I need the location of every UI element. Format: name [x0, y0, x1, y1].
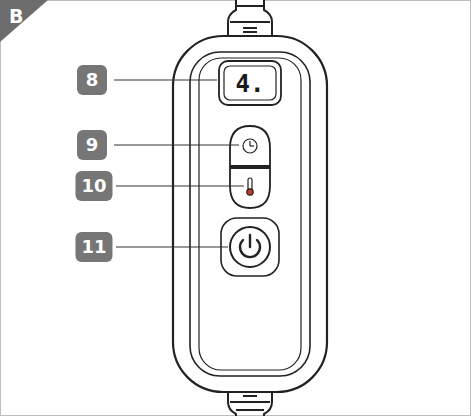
power-button: [230, 227, 270, 267]
display-frame: [219, 61, 281, 105]
groove: [230, 21, 270, 23]
timer-button: [230, 126, 270, 166]
groove: [243, 27, 257, 29]
strain-relief-top: [228, 0, 272, 38]
clock-face: [243, 139, 257, 153]
controller-housing: [173, 36, 327, 392]
callout-number: 9: [77, 130, 107, 160]
groove: [236, 5, 264, 7]
panel-letter: B: [9, 5, 23, 27]
groove: [230, 401, 270, 403]
callout-number: 10: [75, 171, 112, 201]
clock-hand: [250, 145, 254, 146]
thermometer-bulb: [247, 189, 253, 195]
thermometer-stem: [248, 178, 252, 190]
strain-relief-bottom: [228, 390, 272, 416]
temperature-button: [230, 168, 270, 208]
callout-number: 11: [75, 232, 112, 262]
clock-icon: [243, 139, 257, 153]
groove: [243, 395, 257, 397]
leader-line: [114, 80, 217, 81]
leader-lines: [114, 80, 244, 247]
groove: [236, 409, 264, 411]
corner-tab: [0, 0, 48, 42]
display-readout: 4.: [236, 70, 265, 98]
panel-inner-edge: [199, 58, 301, 370]
callout-number: 8: [77, 65, 107, 95]
thermometer-icon: [247, 178, 253, 195]
clock-hand: [249, 141, 250, 146]
display-window: [224, 66, 276, 100]
groove: [243, 31, 257, 33]
power-button-surround: [221, 218, 279, 276]
power-icon: [249, 235, 251, 247]
leader-line: [116, 186, 244, 187]
control-panel: [190, 52, 310, 376]
leader-line: [116, 247, 228, 248]
leader-line: [114, 145, 239, 146]
